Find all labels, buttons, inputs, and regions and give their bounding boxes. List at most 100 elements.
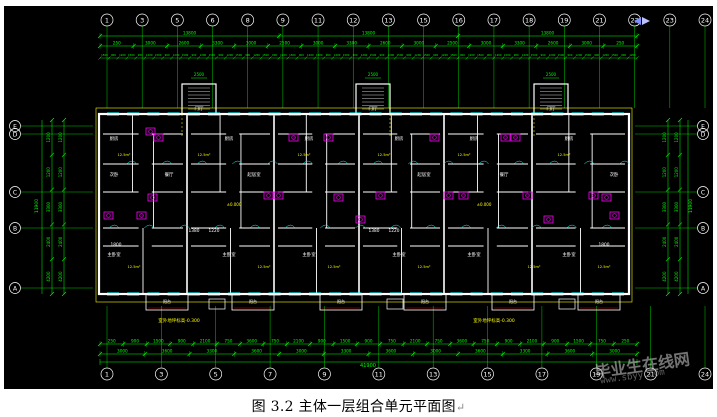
dim-top3-text: 1200 bbox=[441, 53, 448, 57]
dim-top3-tick bbox=[599, 56, 603, 60]
fixture-bowl bbox=[291, 135, 296, 140]
entry-box bbox=[386, 298, 404, 310]
dim-bot1-text: 750 bbox=[435, 339, 443, 344]
dim-right-text: 3300 bbox=[662, 201, 667, 212]
fixture bbox=[443, 191, 454, 200]
dim-top3-text: 1200 bbox=[522, 53, 529, 57]
dim-top3-text: 1200 bbox=[495, 53, 502, 57]
dim-top3-tick bbox=[134, 56, 138, 60]
dim-left2-tick bbox=[61, 152, 67, 158]
dim-bot1-text: 1500 bbox=[573, 339, 584, 344]
fixture-bowl bbox=[336, 195, 341, 200]
dim-top2-text: 3300 bbox=[212, 41, 223, 46]
dim-top3-text: 1500 bbox=[101, 53, 108, 57]
dim-left-tick bbox=[49, 117, 55, 123]
fixture bbox=[323, 133, 334, 142]
axis-label-top: 12 bbox=[349, 17, 357, 25]
axis-bubble-right bbox=[697, 282, 709, 294]
axis-label-bottom: 15 bbox=[483, 371, 491, 379]
room-label-balcony: 阳台 bbox=[337, 298, 345, 304]
dim-top3-text: 1200 bbox=[361, 53, 368, 57]
axis-label-bottom: 3 bbox=[159, 371, 163, 379]
dim-top3-text: 1500 bbox=[182, 53, 189, 57]
dim-top3-text: 1200 bbox=[226, 53, 233, 57]
dim-top3-text: 1200 bbox=[307, 53, 314, 57]
dim-top2-text: 3300 bbox=[514, 41, 525, 46]
note-level: ±0.000 bbox=[477, 202, 492, 207]
axis-label-left: E bbox=[13, 124, 17, 131]
dim-top3-tick bbox=[348, 56, 353, 60]
building-outline bbox=[95, 107, 633, 303]
door-swing bbox=[584, 160, 595, 165]
room-label-dining: 餐厅 bbox=[165, 171, 174, 178]
dim-top3-tick bbox=[241, 56, 245, 60]
axis-label-bottom: 11 bbox=[375, 371, 383, 379]
fixture-bowl bbox=[546, 217, 551, 222]
door-swing bbox=[232, 160, 243, 165]
fixture-bowl bbox=[612, 213, 617, 218]
dim-overall: 41900 bbox=[360, 363, 376, 369]
dim-top3-text: 1500 bbox=[128, 53, 135, 57]
dim-bot2-text: 3600 bbox=[475, 349, 486, 354]
dim-top3-text: 900 bbox=[245, 53, 250, 57]
room-label-kitchen: 厨房 bbox=[470, 135, 479, 142]
axis-bubble-right bbox=[697, 128, 709, 140]
dim-top3-text: 1500 bbox=[531, 53, 538, 57]
dim-top3-text: 900 bbox=[272, 53, 277, 57]
axis-label-bottom: 21 bbox=[646, 371, 654, 379]
door-swing bbox=[408, 160, 419, 165]
dim-bot1-text: 2100 bbox=[527, 339, 538, 344]
dim-top2-text: 3300 bbox=[346, 41, 357, 46]
area-text: 12.5m² bbox=[118, 153, 132, 157]
axis-label-left: B bbox=[13, 226, 17, 233]
dim-right-text: 1200 bbox=[662, 132, 667, 143]
room-label-kitchen: 厨房 bbox=[225, 135, 234, 142]
dim-bot1-text: 750 bbox=[388, 339, 396, 344]
dim-bot2-text: 3600 bbox=[251, 349, 262, 354]
dim-top3-tick bbox=[205, 56, 210, 60]
dim-top3-tick bbox=[456, 56, 460, 60]
dim-left-tick bbox=[49, 256, 55, 262]
dim-top3-tick bbox=[626, 56, 630, 60]
dim-top3-tick bbox=[223, 56, 227, 60]
dim-top3-text: 900 bbox=[138, 53, 143, 57]
dim-right2-tick bbox=[677, 117, 683, 123]
balcony bbox=[577, 293, 621, 311]
dim-top3-tick bbox=[313, 56, 317, 60]
dim-right2-tick bbox=[677, 291, 683, 297]
axis-label-top: 16 bbox=[455, 17, 463, 25]
axis-label-top: 15 bbox=[419, 17, 427, 25]
dim-top3-text: 900 bbox=[353, 53, 358, 57]
dim-top3-tick bbox=[152, 56, 156, 60]
balcony bbox=[145, 293, 189, 311]
room-label-second_bedroom: 次卧 bbox=[110, 171, 119, 178]
dim-top3-text: 1500 bbox=[289, 53, 296, 57]
axis-label-top: 1 bbox=[105, 17, 109, 25]
dim-top3-tick bbox=[268, 56, 272, 60]
dim-bot1-text: 1500 bbox=[340, 339, 351, 344]
axis-label-top: 11 bbox=[314, 17, 322, 25]
room-label-stair: 门厅 bbox=[369, 105, 378, 112]
dim-right2-text: 1200 bbox=[674, 167, 679, 178]
balcony bbox=[319, 293, 363, 311]
dim-top3-tick bbox=[483, 56, 487, 60]
fixture-bowl bbox=[378, 193, 383, 198]
fixture bbox=[288, 133, 299, 142]
fixture bbox=[333, 193, 344, 202]
room-label-second_bedroom: 次卧 bbox=[610, 171, 619, 178]
dim-top3-tick bbox=[322, 56, 326, 60]
fixture bbox=[263, 191, 274, 200]
dim-top3-tick bbox=[572, 56, 577, 60]
note-level: ±0.000 bbox=[227, 202, 242, 207]
fixture bbox=[458, 191, 469, 200]
axis-label-top: 8 bbox=[246, 17, 250, 25]
dim-top3-text: 1200 bbox=[414, 53, 421, 57]
dim-top3-text: 1500 bbox=[584, 53, 591, 57]
dim-top3-text: 1500 bbox=[343, 53, 350, 57]
dim-top3-tick bbox=[250, 56, 254, 60]
dim-top3-tick bbox=[286, 56, 290, 60]
dim-bot1-text: 900 bbox=[318, 339, 326, 344]
dim-left-text: 2400 bbox=[46, 236, 51, 247]
fixture bbox=[273, 191, 284, 200]
